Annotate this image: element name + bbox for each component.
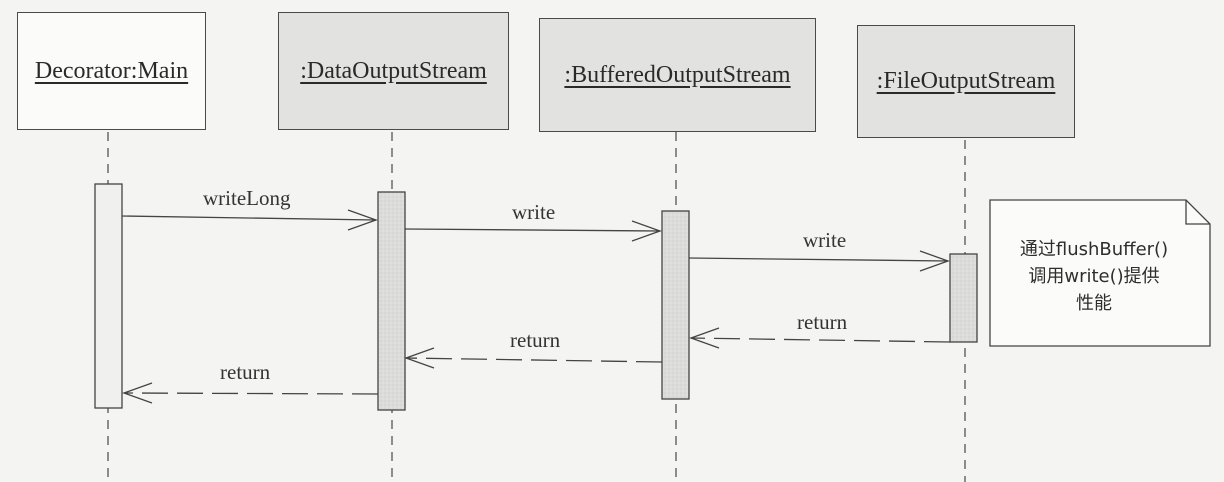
message-arrow-write-2 bbox=[688, 257, 949, 262]
activation-bar-data-output-stream bbox=[377, 191, 406, 411]
arrowhead-return-3 bbox=[122, 382, 153, 404]
message-arrow-return-1 bbox=[690, 337, 951, 343]
message-arrow-return-3 bbox=[123, 392, 379, 395]
arrowhead-return-1 bbox=[689, 327, 720, 349]
object-box-data-output-stream: :DataOutputStream bbox=[278, 12, 509, 130]
note-fold bbox=[1185, 200, 1210, 225]
message-label-return-3: return bbox=[220, 360, 271, 384]
arrowhead-write-1 bbox=[631, 220, 662, 242]
message-label-return-1: return bbox=[797, 310, 848, 334]
object-label-data-output-stream: :DataOutputStream bbox=[300, 57, 487, 84]
activation-bar-decorator-main bbox=[94, 183, 123, 409]
object-box-file-output-stream: :FileOutputStream bbox=[857, 25, 1075, 138]
note-line-1: 通过flushBuffer() bbox=[1019, 239, 1169, 260]
message-label-write-2: write bbox=[803, 228, 847, 252]
object-label-buffered-output-stream: :BufferedOutputStream bbox=[564, 61, 791, 88]
note-line-2: 调用write()提供 bbox=[1028, 266, 1160, 287]
activation-bar-file-output-stream bbox=[949, 253, 978, 343]
object-label-decorator-main: Decorator:Main bbox=[34, 57, 189, 84]
note-shape bbox=[989, 199, 1211, 347]
arrowhead-write-2 bbox=[919, 250, 950, 272]
arrowhead-write-long bbox=[347, 209, 378, 231]
activation-bar-buffered-output-stream bbox=[661, 210, 690, 400]
message-label-return-2: return bbox=[510, 328, 561, 352]
note-text: 通过flushBuffer() 调用write()提供 性能 bbox=[996, 236, 1192, 317]
message-arrow-write-1 bbox=[404, 228, 661, 232]
arrowhead-return-2 bbox=[404, 347, 435, 369]
object-box-decorator-main: Decorator:Main bbox=[17, 12, 206, 130]
object-box-buffered-output-stream: :BufferedOutputStream bbox=[539, 18, 816, 132]
message-label-write-long: writeLong bbox=[203, 186, 291, 210]
message-arrow-return-2 bbox=[405, 357, 663, 363]
message-label-write-1: write bbox=[512, 200, 556, 224]
note-line-3: 性能 bbox=[1076, 293, 1112, 314]
message-arrow-write-long bbox=[121, 215, 377, 221]
object-label-file-output-stream: :FileOutputStream bbox=[876, 68, 1056, 94]
